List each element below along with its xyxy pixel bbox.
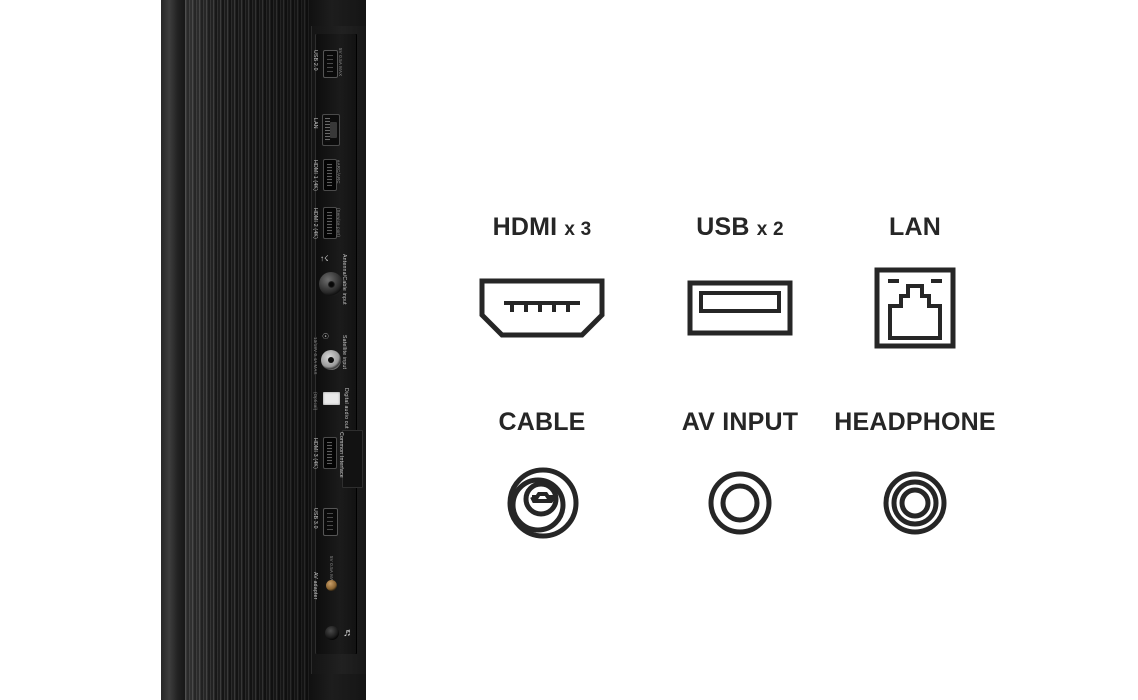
headphone-symbol-icon: ♬: [343, 627, 354, 639]
spec-label-av-input: AV INPUT: [645, 410, 835, 435]
spec-label-headphone: HEADPHONE: [800, 410, 1030, 435]
spec-label-hdmi: HDMI x 3: [430, 215, 654, 240]
port-note-hdmi-2: (Service port): [336, 208, 341, 238]
port-label-hdmi-1: HDMI 1 (4K): [312, 160, 318, 192]
connectivity-spec-grid: HDMI x 3 USB: [430, 215, 1070, 585]
port-label-antenna: Antenna/Cable input: [341, 254, 347, 305]
headphone-jack-icon: [800, 457, 1030, 549]
spec-label-lan-text: LAN: [889, 213, 941, 241]
spec-label-cable: CABLE: [430, 410, 654, 435]
port-lan: [322, 114, 340, 146]
port-note-usb-2: 5V 0.5A MAX: [338, 48, 343, 77]
port-label-usb-3: USB 3.0: [312, 508, 318, 529]
spec-cell-hdmi: HDMI x 3: [430, 215, 654, 354]
lan-connector: [322, 114, 340, 146]
port-label-hdmi-3: HDMI 3 (4K): [312, 438, 318, 470]
spec-label-usb-text: USB: [696, 213, 750, 241]
spec-label-hdmi-multiplier: x 3: [564, 219, 592, 240]
port-label-digital-audio-out: Digital audio out: [343, 388, 349, 429]
spec-cell-lan: LAN: [820, 215, 1010, 354]
spec-label-av-input-text: AV INPUT: [681, 408, 799, 436]
port-hdmi-2: [323, 207, 337, 239]
spec-label-lan: LAN: [820, 215, 1010, 240]
port-av-adapter: [326, 580, 337, 591]
av-jack-icon: [645, 457, 835, 549]
port-usb-3: [323, 508, 338, 536]
port-label-hdmi-2: HDMI 2 (4K): [312, 208, 318, 240]
port-hdmi-3: [323, 437, 337, 469]
port-label-av-adapter: AV adapter: [312, 572, 318, 600]
hdmi-2-connector: [323, 207, 337, 239]
tv-side-edge: [161, 0, 185, 700]
port-hdmi-1: [323, 159, 337, 191]
tv-ribbed-back-panel: [185, 0, 309, 700]
hdmi-port-icon: [430, 262, 654, 354]
ci-slot-connector: [342, 430, 363, 488]
usb-2-connector: [323, 50, 338, 78]
usb-3-connector: [323, 508, 338, 536]
spec-cell-usb: USB x 2: [645, 215, 835, 354]
satellite-coax-connector: [321, 350, 341, 370]
tv-rear-panel-photo: USB 2.0 5V 0.5A MAX LAN HDMI 1 (4K) eARC…: [161, 0, 366, 700]
spec-label-headphone-text: HEADPHONE: [834, 408, 996, 436]
port-headphone: [325, 626, 339, 640]
port-usb-2: [323, 50, 338, 78]
optical-toslink-connector: [323, 392, 340, 405]
coaxial-jack-icon: [430, 457, 654, 549]
tv-connector-bay: USB 2.0 5V 0.5A MAX LAN HDMI 1 (4K) eARC…: [309, 0, 366, 700]
spec-cell-headphone: HEADPHONE: [800, 410, 1030, 549]
port-common-interface: [342, 430, 363, 488]
headphone-jack-connector: [325, 626, 339, 640]
port-label-usb-2: USB 2.0: [312, 50, 318, 71]
usb-port-icon: [645, 262, 835, 354]
av-adapter-connector: [326, 580, 337, 591]
spec-label-cable-text: CABLE: [498, 408, 586, 436]
port-label-lan: LAN: [312, 118, 318, 129]
spec-label-usb: USB x 2: [645, 215, 835, 240]
port-note-satellite: 13/18V 0.4A MAX: [313, 337, 318, 375]
lan-port-icon: [820, 262, 1010, 354]
port-label-satellite: Satellite input: [341, 335, 347, 370]
hdmi-1-connector: [323, 159, 337, 191]
spec-label-hdmi-text: HDMI: [492, 213, 558, 241]
satellite-dish-icon: ☉: [322, 332, 330, 341]
spec-cell-cable: CABLE: [430, 410, 654, 549]
spec-label-usb-multiplier: x 2: [756, 219, 784, 240]
port-note-digital-audio-out: (Optical): [313, 392, 318, 411]
port-note-hdmi-1: eARC/ARC: [336, 160, 341, 184]
antenna-symbol-icon: ↑☇: [320, 254, 329, 263]
antenna-coax-connector: [319, 272, 343, 296]
spec-cell-av-input: AV INPUT: [645, 410, 835, 549]
hdmi-3-connector: [323, 437, 337, 469]
port-label-common-interface: Common Interface: [338, 432, 344, 478]
port-antenna: [319, 272, 343, 296]
port-satellite: [321, 350, 341, 370]
port-digital-audio-out: [323, 392, 340, 405]
